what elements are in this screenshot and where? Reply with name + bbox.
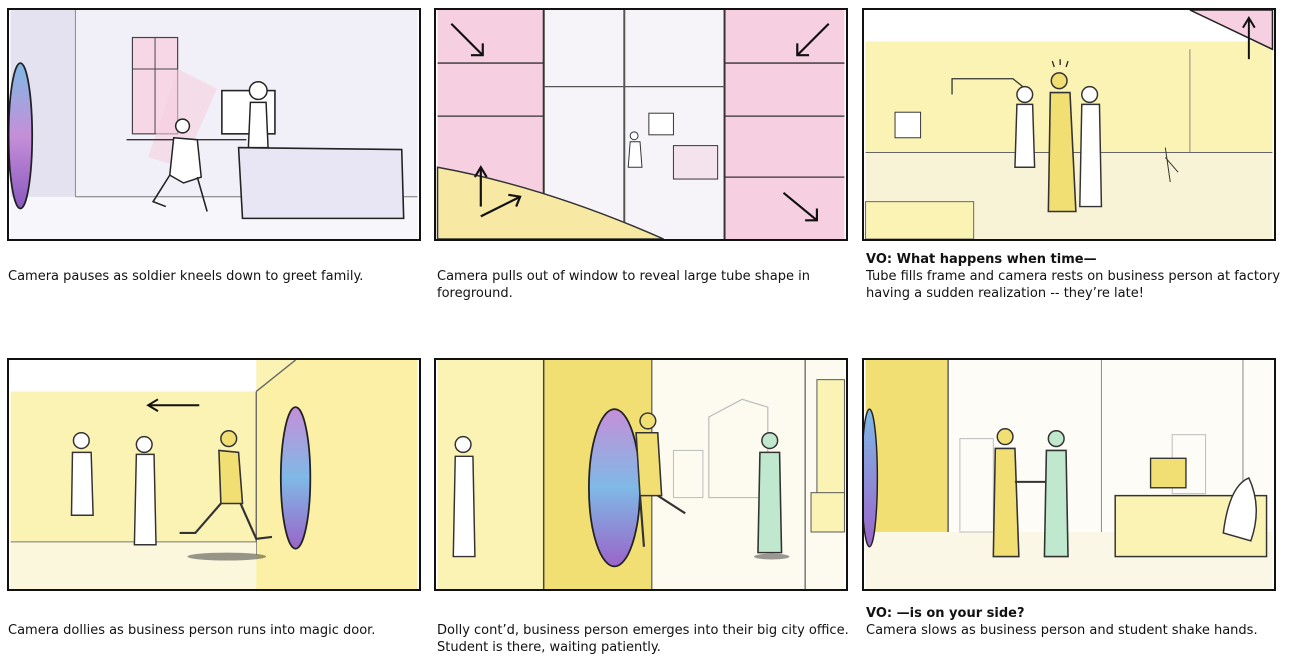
storyboard-panel-4 — [7, 358, 421, 591]
portal-icon — [9, 62, 34, 210]
storyboard-panel-6 — [862, 358, 1276, 591]
arrow-icon — [1242, 15, 1256, 60]
caption-text-3: Tube fills frame and camera rests on bus… — [866, 269, 1281, 301]
panel-1-drawing — [9, 10, 418, 239]
student — [757, 451, 783, 554]
caption-text-6: Camera slows as business person and stud… — [866, 623, 1258, 638]
caption-1: Camera pauses as soldier kneels down to … — [8, 268, 428, 285]
arrow-icon — [450, 22, 830, 222]
business-person — [992, 447, 1020, 558]
panel-2-drawing — [436, 10, 845, 239]
caption-6: VO: —is on your side? Camera slows as bu… — [866, 605, 1286, 639]
business-person — [635, 431, 663, 497]
portal-icon — [588, 408, 641, 568]
student — [1043, 449, 1069, 558]
storyboard-panel-5 — [434, 358, 848, 591]
panel-3-drawing — [865, 10, 1274, 239]
portal-icon — [279, 406, 312, 550]
panel-5-drawing — [437, 360, 845, 589]
caption-text-5: Dolly cont’d, business person emerges in… — [437, 623, 849, 655]
storyboard-panel-1 — [7, 8, 421, 241]
caption-5: Dolly cont’d, business person emerges in… — [437, 622, 857, 656]
caption-text-1: Camera pauses as soldier kneels down to … — [8, 269, 364, 284]
monitor — [1149, 457, 1187, 489]
caption-2: Camera pulls out of window to reveal lar… — [437, 268, 857, 302]
caption-3: VO: What happens when time— Tube fills f… — [866, 251, 1286, 302]
desk — [237, 146, 405, 220]
panel-4-drawing — [10, 360, 418, 589]
caption-4: Camera dollies as business person runs i… — [8, 622, 428, 639]
panel-6-drawing — [864, 360, 1273, 589]
voiceover-3: VO: What happens when time— — [866, 252, 1097, 267]
business-person — [218, 449, 244, 505]
business-person — [1047, 91, 1077, 213]
caption-text-4: Camera dollies as business person runs i… — [8, 623, 376, 638]
storyboard-panel-2 — [434, 8, 848, 241]
storyboard-panel-3 — [862, 8, 1276, 241]
portal-icon — [864, 408, 879, 548]
arrow-icon — [146, 398, 200, 412]
chair — [1222, 476, 1257, 542]
caption-text-2: Camera pulls out of window to reveal lar… — [437, 269, 810, 301]
tube-shape — [436, 166, 664, 239]
voiceover-6: VO: —is on your side? — [866, 606, 1025, 621]
